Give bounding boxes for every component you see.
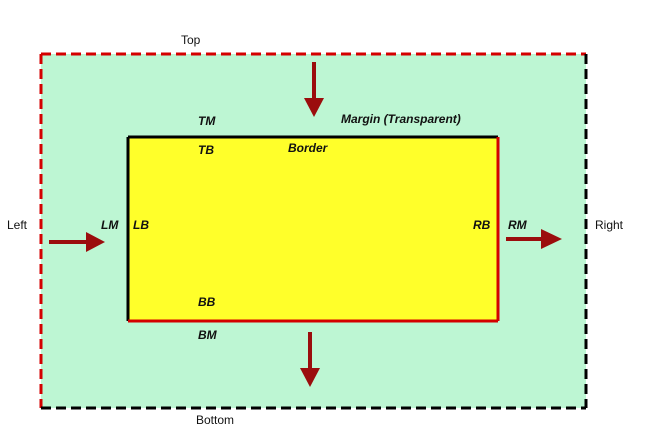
right-border-label: RB	[473, 218, 491, 232]
content-area	[128, 137, 498, 321]
bottom-border-label: BB	[198, 295, 216, 309]
arrow-bottom	[300, 332, 320, 387]
bottom-margin-label: BM	[198, 328, 217, 342]
left-border-label: LB	[133, 218, 149, 232]
right-margin-label: RM	[508, 218, 527, 232]
border-label: Border	[288, 141, 328, 155]
left-label: Left	[7, 218, 28, 232]
margin-transparent-label: Margin (Transparent)	[341, 112, 461, 126]
arrow-top	[304, 62, 324, 117]
arrow-left	[49, 232, 105, 252]
top-label: Top	[181, 33, 201, 47]
top-margin-label: TM	[198, 114, 216, 128]
top-border-label: TB	[198, 143, 214, 157]
arrow-right	[506, 229, 562, 249]
left-margin-label: LM	[101, 218, 119, 232]
bottom-label: Bottom	[196, 413, 235, 427]
right-label: Right	[595, 218, 624, 232]
